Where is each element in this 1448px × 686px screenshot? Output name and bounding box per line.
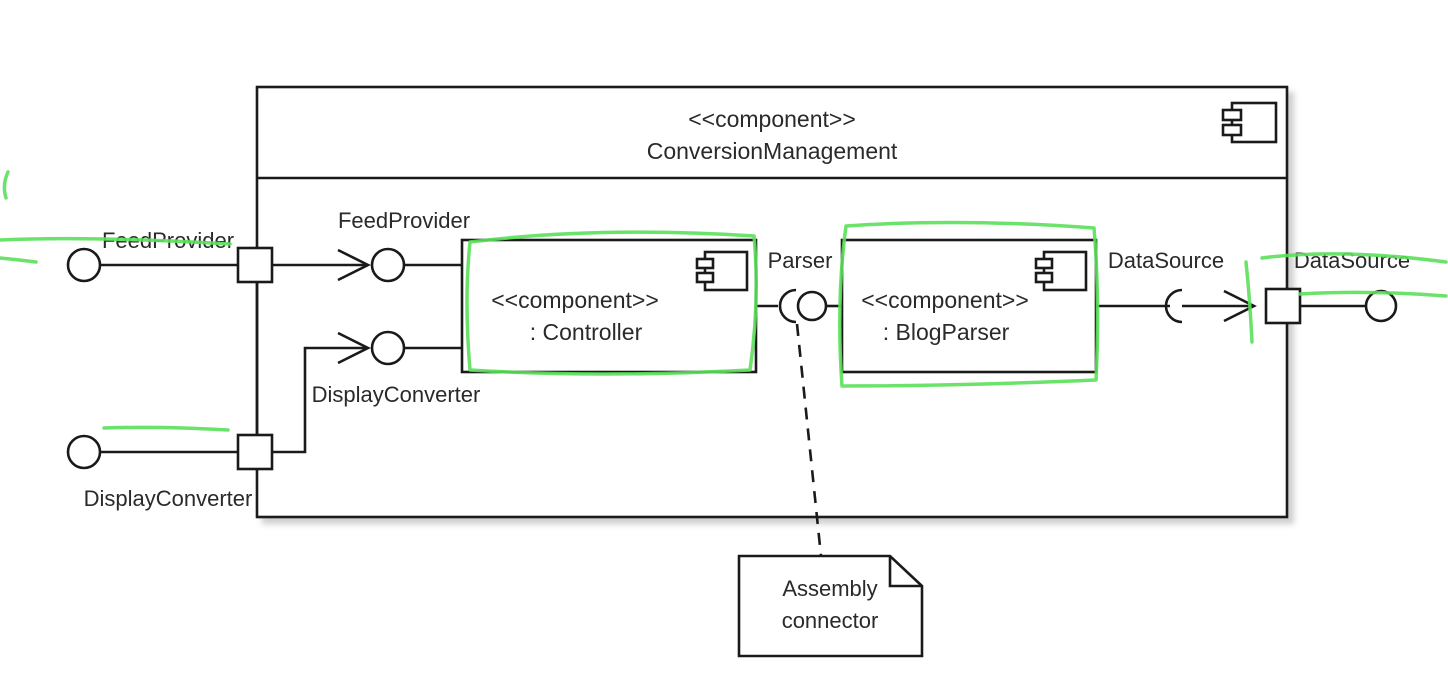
blogparser-component[interactable]: <<component>> : BlogParser [840, 238, 1098, 374]
display-converter-internal-label: DisplayConverter [312, 382, 481, 407]
data-source-external-interface[interactable]: DataSource [1294, 248, 1410, 323]
parser-assembly-connector[interactable]: Parser [756, 248, 842, 324]
data-source-port[interactable] [1264, 287, 1302, 325]
blogparser-stereotype: <<component>> [861, 287, 1029, 313]
note-line-1: Assembly [782, 576, 877, 601]
component-icon [1221, 101, 1278, 144]
feed-provider-delegation [272, 248, 371, 282]
outer-component-name: ConversionManagement [647, 138, 898, 164]
feed-provider-internal-label: FeedProvider [338, 208, 470, 233]
feed-provider-external-interface[interactable]: FeedProvider [66, 228, 238, 283]
outer-component-stereotype: <<component>> [688, 106, 856, 132]
data-source-external-label: DataSource [1294, 248, 1410, 273]
assembly-connector-note[interactable]: Assembly connector [737, 554, 924, 658]
feed-provider-port[interactable] [236, 246, 274, 284]
green-highlight-annotations [0, 170, 1448, 432]
conversion-management-component[interactable]: <<component>> ConversionManagement [255, 85, 1289, 519]
display-converter-delegation [272, 331, 371, 454]
data-source-internal-label: DataSource [1108, 248, 1224, 273]
note-line-2: connector [782, 608, 879, 633]
display-converter-external-label: DisplayConverter [84, 486, 253, 511]
component-icon [1034, 250, 1088, 292]
note-link [795, 323, 823, 557]
display-converter-external-interface[interactable]: DisplayConverter [66, 434, 253, 511]
controller-stereotype: <<component>> [491, 287, 659, 313]
controller-name: : Controller [530, 319, 643, 345]
controller-component[interactable]: <<component>> : Controller [460, 238, 758, 374]
component-icon [695, 250, 749, 292]
blogparser-name: : BlogParser [883, 319, 1010, 345]
data-source-internal-interface[interactable]: DataSource [1096, 248, 1257, 324]
feed-provider-internal-interface[interactable]: FeedProvider [338, 208, 470, 283]
parser-label: Parser [768, 248, 833, 273]
display-converter-port[interactable] [236, 433, 274, 471]
display-converter-internal-interface[interactable]: DisplayConverter [312, 330, 481, 407]
